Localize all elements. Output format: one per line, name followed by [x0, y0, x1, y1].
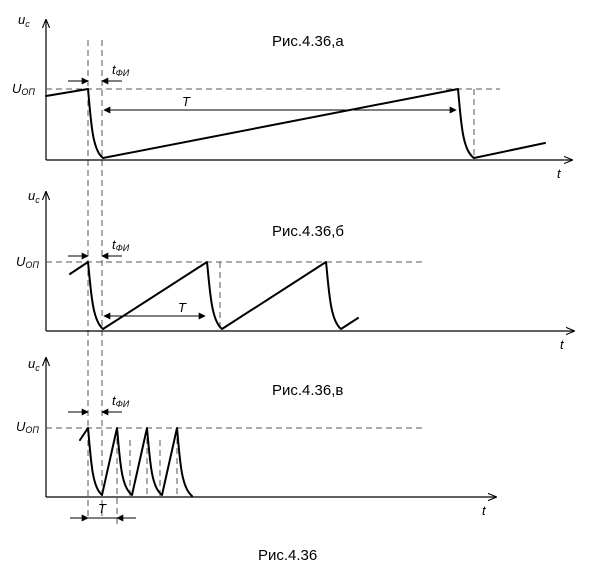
x-axis-label: t — [482, 503, 487, 518]
pulse-width-label: tФИ — [112, 62, 130, 78]
period-label: T — [178, 300, 187, 315]
level-label: UОП — [12, 81, 35, 97]
sawtooth-signal — [69, 261, 359, 330]
panel-title: Рис.4.36,в — [272, 382, 343, 399]
period-label: T — [182, 94, 191, 109]
y-axis-label: uc — [28, 356, 40, 373]
level-label: UОП — [16, 419, 39, 435]
sawtooth-signal — [79, 427, 193, 497]
pulse-width-label: tФИ — [112, 393, 130, 409]
panel-b: uc t Рис.4.36,б UОП tФИ T — [16, 188, 574, 352]
level-label: UОП — [16, 254, 39, 270]
period-label: T — [98, 501, 107, 516]
panel-a: uc t Рис.4.36,а UОП tФИ T — [12, 12, 572, 181]
sawtooth-signal — [45, 88, 546, 159]
figure-caption: Рис.4.36 — [258, 547, 317, 564]
y-axis-label: uc — [18, 12, 30, 29]
panel-c: uc t Рис.4.36,в UОП tФИ T — [16, 356, 496, 524]
x-axis-label: t — [557, 166, 562, 181]
panel-title: Рис.4.36,а — [272, 33, 344, 50]
y-axis-label: uc — [28, 188, 40, 205]
panel-title: Рис.4.36,б — [272, 223, 344, 240]
pulse-width-label: tФИ — [112, 237, 130, 253]
x-axis-label: t — [560, 337, 565, 352]
